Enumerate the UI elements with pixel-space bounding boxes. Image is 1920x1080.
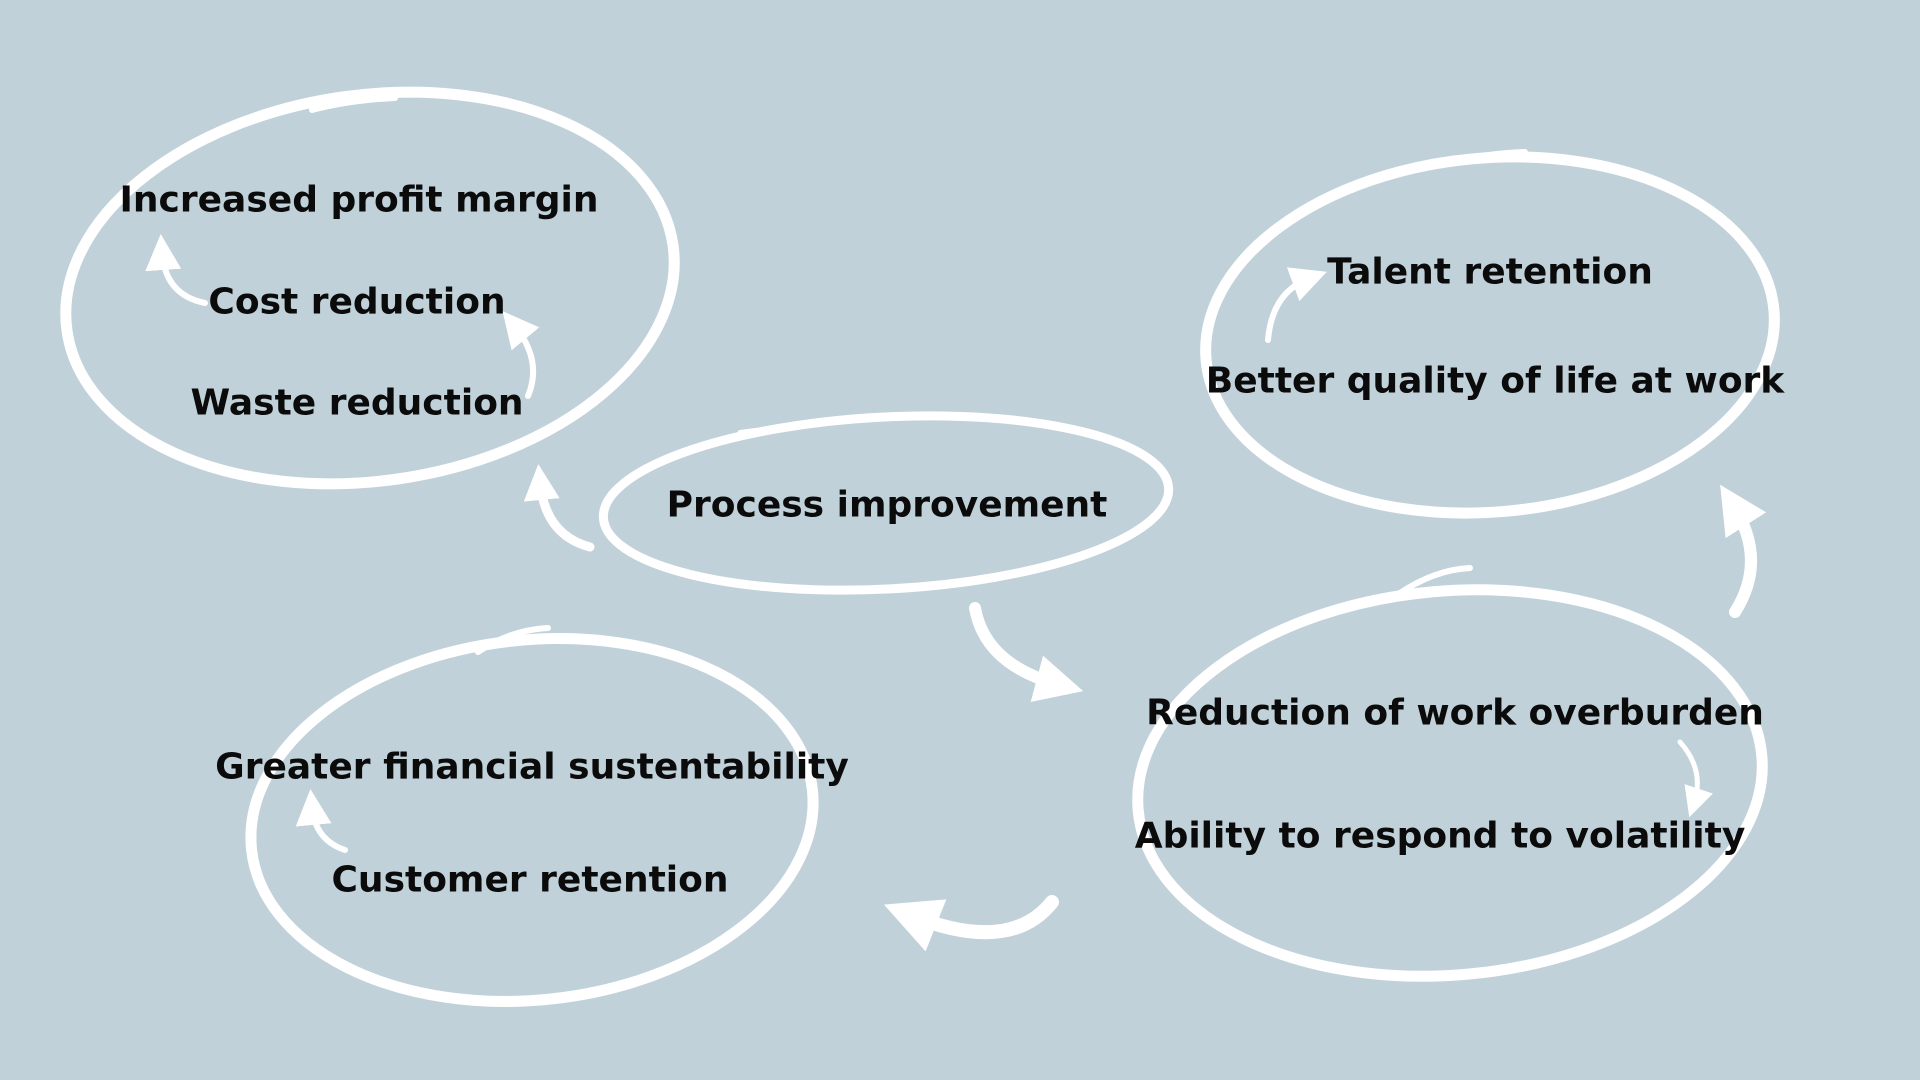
center-label: Process improvement [666,484,1108,526]
profit-item-waste-reduction: Waste reduction [190,382,524,424]
arrow-volatility-to-talent [1720,484,1767,618]
arrow-waste-to-cost [502,311,540,399]
talent-item-quality-of-life: Better quality of life at work [1205,360,1785,402]
ellipse-financial [245,625,819,1007]
arrow-center-to-profit [523,464,595,552]
volatility-item-work-overburden: Reduction of work overburden [1146,692,1764,734]
arrow-overburden-to-volatility [1677,739,1713,818]
arrow-center-to-volatility [969,602,1084,702]
ellipse-center [598,411,1174,595]
arrow-customer-to-financial [295,789,348,853]
volatility-item-respond-to-volatility: Ability to respond to volatility [1134,815,1746,857]
talent-item-talent-retention: Talent retention [1327,251,1653,293]
arrow-cost-to-profit [145,234,208,306]
profit-item-increased-profit-margin: Increased profit margin [119,179,599,221]
profit-item-cost-reduction: Cost reduction [208,281,506,323]
arrow-volatility-to-financial [883,895,1059,952]
financial-item-financial-sustentability: Greater financial sustentability [215,746,849,788]
ellipse-profit [60,86,680,490]
ellipse-volatility [1132,565,1768,982]
financial-item-customer-retention: Customer retention [331,859,729,901]
ellipse-talent [1200,149,1780,519]
arrow-life-to-talent [1265,267,1327,343]
